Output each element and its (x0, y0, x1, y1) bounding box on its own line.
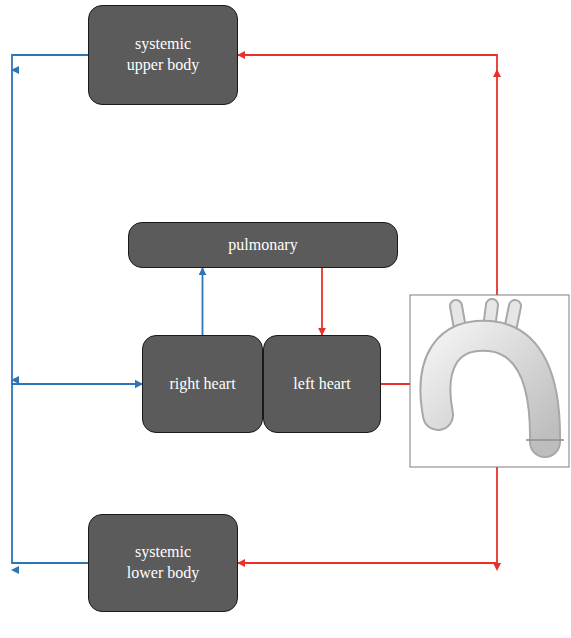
image-frame (410, 295, 569, 467)
arrowhead (11, 566, 19, 574)
flow-arrow (321, 268, 323, 335)
node-label: pulmonary (228, 235, 297, 256)
process-box: left heart (263, 335, 381, 433)
node-label: systemic lower body (115, 542, 211, 584)
flow-arrow (202, 268, 204, 335)
node-label: right heart (169, 374, 235, 395)
arrowhead (493, 563, 501, 571)
node-label: systemic upper body (115, 34, 211, 76)
process-box: right heart (142, 335, 263, 433)
process-box: pulmonary (128, 222, 398, 268)
process-box: systemic upper body (88, 5, 238, 105)
node-label: left heart (293, 374, 350, 395)
process-box: systemic lower body (88, 514, 238, 612)
aorta-shape (435, 305, 563, 442)
